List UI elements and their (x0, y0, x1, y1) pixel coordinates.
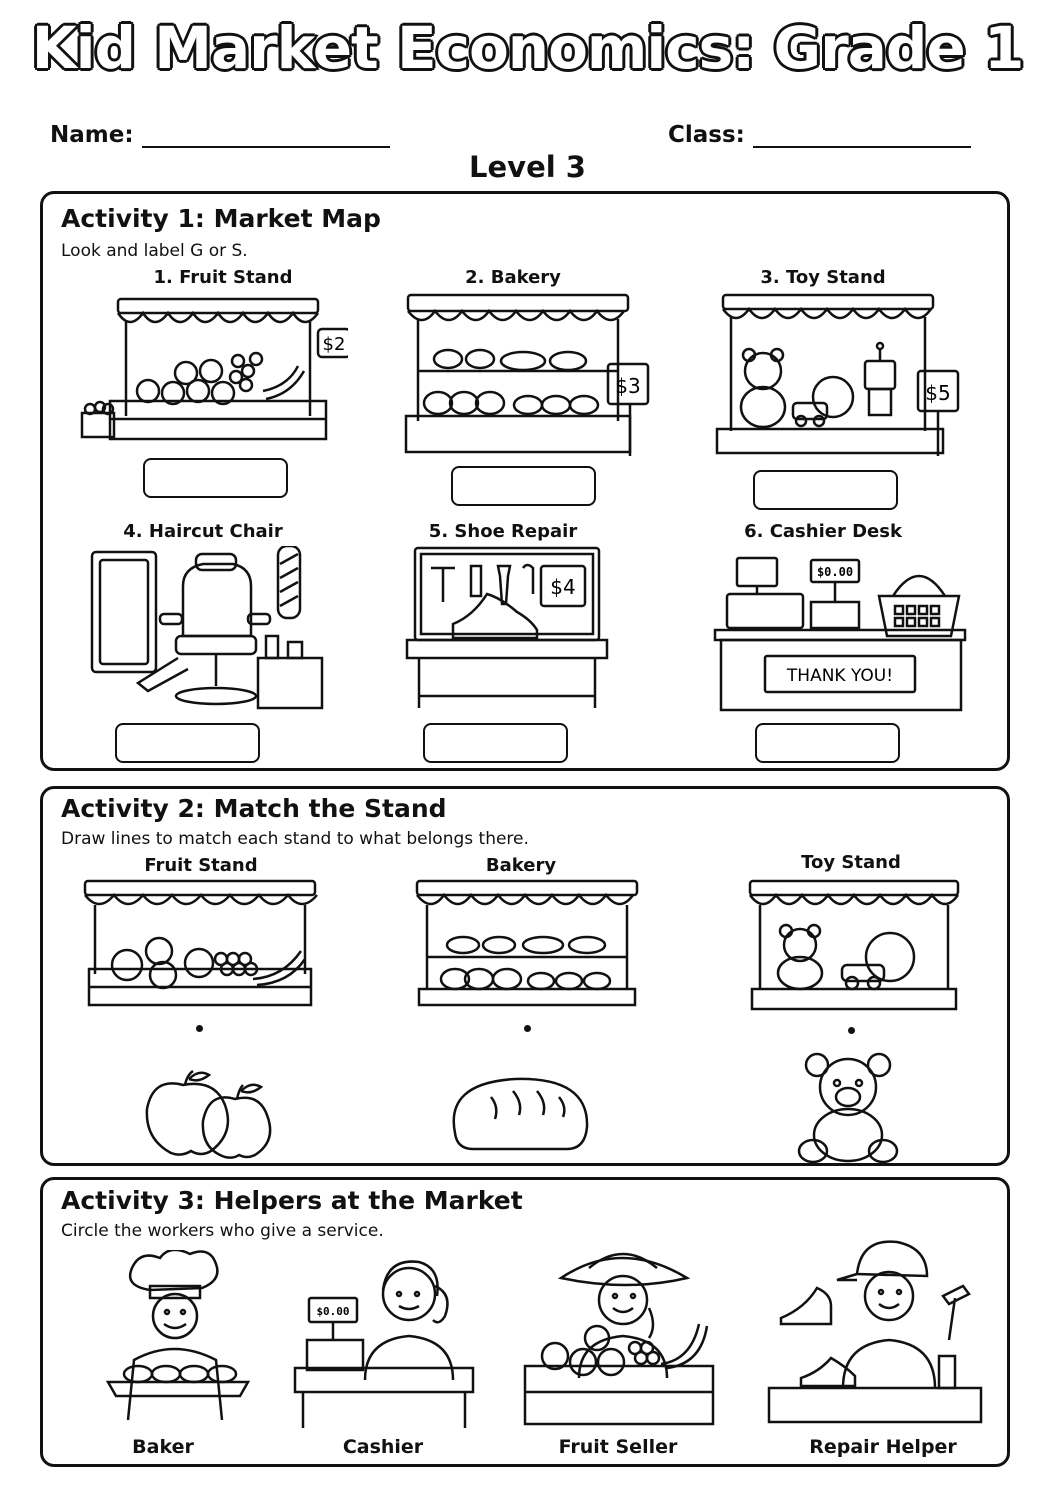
item-label: 6. Cashier Desk (744, 521, 902, 542)
fruit-seller-illustration[interactable] (521, 1238, 721, 1430)
bread-loaf-icon[interactable] (449, 1073, 594, 1153)
bakery-small-illustration (415, 879, 639, 1007)
cashier-desk-illustration: $0.00 THANK YOU! (713, 556, 967, 712)
answer-box-2[interactable] (451, 466, 596, 506)
teddy-bear-icon[interactable] (795, 1051, 905, 1165)
name-label: Name: (50, 122, 134, 148)
item-label: 5. Shoe Repair (428, 521, 578, 542)
thank-you-sign: THANK YOU! (786, 666, 893, 686)
answer-box-6[interactable] (755, 723, 900, 763)
fruit-stand-illustration: $2 (80, 297, 348, 441)
fruit-stand-small-illustration (83, 879, 318, 1007)
repair-helper-illustration[interactable] (763, 1238, 988, 1430)
stand-label-wrap: Bakery (441, 855, 601, 876)
haircut-chair-illustration (90, 546, 324, 710)
toy-stand-illustration: $5 (715, 293, 960, 456)
item-cashier-label-wrap: 6. Cashier Desk (733, 521, 913, 542)
class-field: Class: (668, 122, 971, 148)
item-label: 4. Haircut Chair (123, 521, 283, 542)
worker-label: Baker (132, 1436, 194, 1458)
register-display: $0.00 (817, 565, 853, 579)
worker-label: Fruit Seller (558, 1436, 678, 1458)
item-bakery-label-wrap: 2. Bakery (433, 267, 593, 288)
stand-label: Bakery (485, 855, 557, 876)
match-dot-toy-stand[interactable] (848, 1027, 855, 1034)
answer-box-3[interactable] (753, 470, 898, 510)
register-display: $0.00 (316, 1305, 349, 1318)
level-heading: Level 3 (469, 150, 586, 184)
match-dot-fruit-stand[interactable] (196, 1025, 203, 1032)
shoe-repair-illustration: $4 (405, 546, 609, 708)
name-blank[interactable] (141, 124, 390, 148)
activity-1-panel: Activity 1: Market Map Look and label G … (40, 191, 1010, 771)
activity-1-instruction: Look and label G or S. (61, 241, 248, 261)
price-tag: $4 (550, 575, 575, 599)
item-shoe-repair-label-wrap: 5. Shoe Repair (423, 521, 583, 542)
stand-label: Fruit Stand (144, 855, 258, 876)
item-fruit-stand-label-wrap: 1. Fruit Stand (143, 267, 303, 288)
worksheet-title: Kid Market Economics: Grade 1 (30, 13, 1026, 84)
item-toy-stand-label-wrap: 3. Toy Stand (743, 267, 903, 288)
worker-label: Cashier (342, 1436, 424, 1458)
activity-2-instruction: Draw lines to match each stand to what b… (61, 829, 529, 849)
activity-2-title: Activity 2: Match the Stand (61, 794, 447, 823)
price-tag: $3 (615, 374, 640, 398)
match-dot-bakery[interactable] (524, 1025, 531, 1032)
price-tag: $5 (925, 381, 950, 405)
activity-3-instruction: Circle the workers who give a service. (61, 1221, 384, 1241)
class-label: Class: (668, 122, 745, 148)
price-tag: $2 (323, 334, 346, 355)
item-label: 1. Fruit Stand (153, 267, 293, 288)
stand-label-wrap: Fruit Stand (121, 855, 281, 876)
stand-label: Toy Stand (801, 852, 901, 873)
item-label: 2. Bakery (465, 267, 561, 288)
toy-stand-small-illustration (748, 879, 960, 1011)
name-field: Name: (50, 122, 390, 148)
activity-3-title: Activity 3: Helpers at the Market (61, 1186, 523, 1215)
activity-1-title: Activity 1: Market Map (61, 204, 381, 233)
apples-icon[interactable] (143, 1069, 273, 1159)
answer-box-1[interactable] (143, 458, 288, 498)
cashier-illustration[interactable]: $0.00 (293, 1250, 478, 1430)
class-blank[interactable] (752, 124, 971, 148)
answer-box-5[interactable] (423, 723, 568, 763)
baker-illustration[interactable] (98, 1250, 258, 1430)
item-label: 3. Toy Stand (760, 267, 886, 288)
worker-label: Repair Helper (809, 1436, 957, 1458)
answer-box-4[interactable] (115, 723, 260, 763)
stand-label-wrap: Toy Stand (771, 852, 931, 873)
activity-2-panel: Activity 2: Match the Stand Draw lines t… (40, 786, 1010, 1166)
bakery-illustration: $3 (404, 293, 650, 456)
activity-3-panel: Activity 3: Helpers at the Market Circle… (40, 1177, 1010, 1467)
item-haircut-label-wrap: 4. Haircut Chair (123, 521, 283, 542)
